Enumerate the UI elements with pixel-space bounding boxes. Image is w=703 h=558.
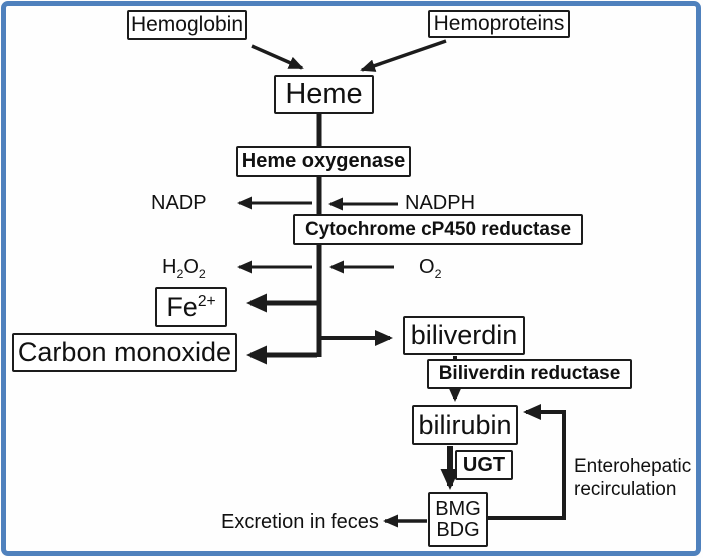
- o2-part1: O: [419, 256, 435, 278]
- ferrous-iron-superscript: 2+: [197, 292, 216, 310]
- label-o2: O2: [419, 255, 441, 282]
- node-bilirubin: bilirubin: [412, 405, 518, 445]
- label-nadp: NADP: [151, 192, 207, 214]
- node-ugt: UGT: [455, 450, 513, 480]
- node-hemoproteins-label: Hemoproteins: [433, 11, 565, 35]
- node-bilirubin-label: bilirubin: [418, 409, 512, 440]
- node-carbon-monoxide: Carbon monoxide: [12, 333, 237, 372]
- node-bmg-label: BMG: [435, 497, 481, 520]
- ferrous-iron-base: Fe: [166, 291, 198, 322]
- label-enterohepatic-recirculation: Enterohepatic recirculation: [574, 456, 691, 502]
- node-biliverdin-label: biliverdin: [410, 320, 518, 351]
- node-heme-oxygenase-label: Heme oxygenase: [241, 150, 406, 172]
- node-bmg-bdg: BMG BDG: [428, 492, 488, 547]
- h2o2-sub1: 2: [176, 267, 184, 281]
- node-hemoproteins: Hemoproteins: [428, 10, 570, 38]
- node-biliverdin-reductase-label: Biliverdin reductase: [438, 363, 621, 385]
- arrow-hemoglobin-to-heme: [251, 44, 304, 70]
- node-ugt-label: UGT: [462, 453, 506, 476]
- label-h2o2: H2O2: [162, 255, 206, 282]
- node-hemoglobin: Hemoglobin: [127, 10, 247, 40]
- enterohepatic-recirculation-loop: [488, 404, 566, 520]
- node-cytochrome-p450-reductase: Cytochrome cP450 reductase: [293, 214, 583, 245]
- node-bdg-label: BDG: [436, 518, 480, 541]
- h2o2-sub2: 2: [198, 267, 206, 281]
- o2-sub1: 2: [434, 267, 442, 281]
- node-heme-label: Heme: [285, 78, 363, 111]
- node-ferrous-iron: Fe2+: [155, 287, 227, 327]
- node-heme: Heme: [274, 75, 374, 114]
- enterohepatic-line1: Enterohepatic: [574, 456, 692, 477]
- node-heme-oxygenase: Heme oxygenase: [236, 146, 411, 177]
- node-ferrous-iron-label: Fe2+: [166, 293, 215, 321]
- enterohepatic-line2: recirculation: [574, 478, 677, 500]
- node-biliverdin: biliverdin: [403, 316, 525, 355]
- arrow-hemoproteins-to-heme: [360, 39, 447, 72]
- node-carbon-monoxide-label: Carbon monoxide: [17, 337, 232, 368]
- label-excretion-in-feces: Excretion in feces: [221, 511, 379, 533]
- h2o2-part2: O: [183, 256, 199, 278]
- node-cytochrome-p450-reductase-label: Cytochrome cP450 reductase: [304, 218, 572, 240]
- node-hemoglobin-label: Hemoglobin: [130, 12, 244, 36]
- node-biliverdin-reductase: Biliverdin reductase: [427, 359, 632, 389]
- label-nadph: NADPH: [405, 192, 476, 214]
- h2o2-part1: H: [162, 256, 177, 278]
